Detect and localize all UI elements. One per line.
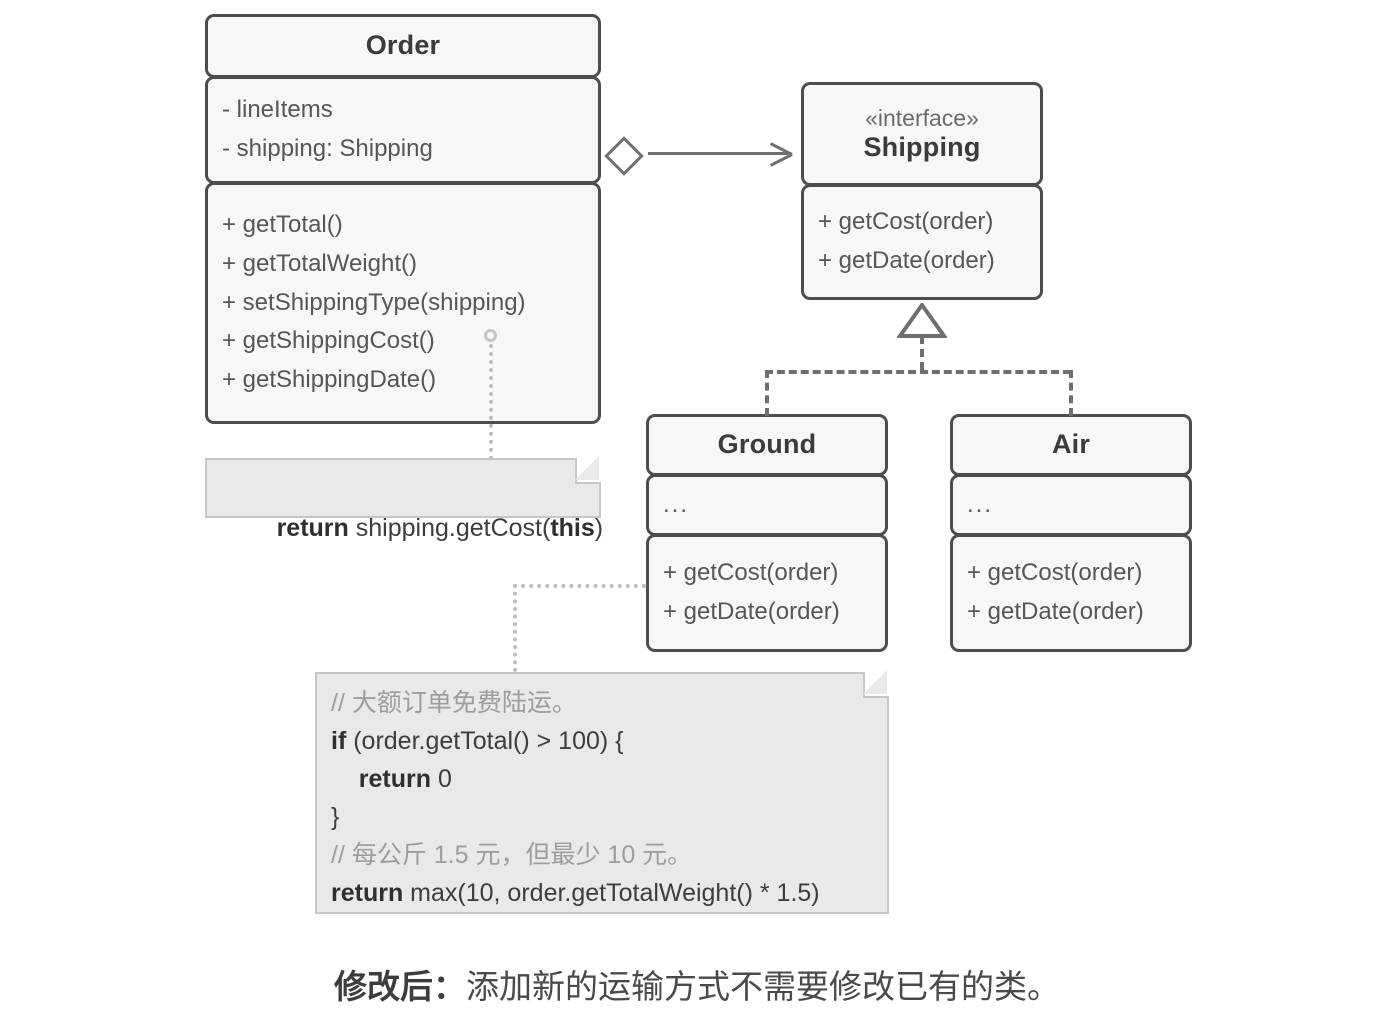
class-ground-methods-compartment: + getCost(order) + getDate(order)	[646, 534, 888, 652]
class-ground-title-compartment: Ground	[646, 414, 888, 476]
note-ground-code-line: }	[331, 803, 340, 831]
note-fold-corner-icon	[575, 456, 601, 484]
class-order-method: + getShippingCost()	[222, 327, 435, 355]
class-ground-method: + getDate(order)	[663, 598, 840, 625]
note-anchor-circle-icon	[484, 329, 497, 342]
note-fold-corner-icon	[863, 670, 889, 698]
class-order-method: + getShippingDate()	[222, 366, 437, 394]
class-ground-attribute: ...	[663, 490, 690, 518]
class-shipping-name: Shipping	[863, 132, 981, 163]
note-ground-code-line: return max(10, order.getTotalWeight() * …	[331, 879, 820, 907]
realization-stem	[920, 336, 924, 370]
aggregation-diamond-icon	[604, 136, 644, 176]
diagram-caption-bold: 修改后：	[334, 968, 466, 1005]
note-ground-code-line: if (order.getTotal() > 100) {	[331, 727, 624, 755]
class-order-method: + setShippingType(shipping)	[222, 288, 526, 316]
class-air-title-compartment: Air	[950, 414, 1192, 476]
class-order[interactable]: Order - lineItems - shipping: Shipping +…	[205, 14, 601, 424]
class-air[interactable]: Air ... + getCost(order) + getDate(order…	[950, 414, 1192, 652]
diagram-caption: 修改后：添加新的运输方式不需要修改已有的类。	[0, 960, 1394, 1008]
class-ground-method: + getCost(order)	[663, 559, 839, 587]
class-order-method: + getTotalWeight()	[222, 249, 417, 277]
class-order-attribute: - lineItems	[222, 96, 333, 124]
realization-branch-ground	[765, 370, 769, 416]
class-air-attributes-compartment: ...	[950, 474, 1192, 536]
inheritance-triangle-icon	[897, 303, 947, 339]
class-air-methods-compartment: + getCost(order) + getDate(order)	[950, 534, 1192, 652]
class-order-method: + getTotal()	[222, 210, 343, 238]
realization-branch-air	[1069, 370, 1073, 416]
class-air-method: + getDate(order)	[967, 598, 1144, 625]
class-order-methods-compartment: + getTotal() + getTotalWeight() + setShi…	[205, 182, 601, 424]
class-air-name: Air	[1051, 429, 1091, 460]
class-ground[interactable]: Ground ... + getCost(order) + getDate(or…	[646, 414, 888, 652]
open-arrowhead-icon	[768, 141, 794, 167]
class-order-name: Order	[365, 30, 441, 61]
diagram-caption-rest: 添加新的运输方式不需要修改已有的类。	[466, 968, 1060, 1005]
note-link-order-line	[489, 344, 493, 460]
class-ground-name: Ground	[717, 429, 817, 460]
note-link-ground-vertical	[513, 584, 517, 672]
note-ground-code-line: // 大额订单免费陆运。	[331, 689, 577, 717]
note-order-getshippingcost: return shipping.getCost(this)	[205, 456, 603, 542]
class-order-title-compartment: Order	[205, 14, 601, 78]
note-order-code-line: return shipping.getCost(this)	[276, 514, 604, 542]
aggregation-line	[648, 152, 788, 155]
class-order-attribute: - shipping: Shipping	[222, 135, 433, 162]
class-air-method: + getCost(order)	[967, 559, 1143, 587]
class-shipping-methods-compartment: + getCost(order) + getDate(order)	[801, 184, 1043, 300]
class-air-attribute: ...	[967, 490, 994, 518]
class-shipping[interactable]: «interface» Shipping + getCost(order) + …	[801, 82, 1043, 300]
note-ground-code-line: return 0	[358, 765, 452, 793]
class-shipping-method: + getCost(order)	[818, 208, 994, 236]
note-ground-code-line: // 每公斤 1.5 元，但最少 10 元。	[331, 841, 693, 869]
realization-bus	[765, 370, 1071, 374]
class-shipping-stereotype: «interface»	[865, 104, 979, 131]
note-ground-getcost: // 大额订单免费陆运。 if (order.getTotal() > 100)…	[315, 670, 889, 914]
class-order-attributes-compartment: - lineItems - shipping: Shipping	[205, 76, 601, 184]
class-shipping-title-compartment: «interface» Shipping	[801, 82, 1043, 186]
class-shipping-method: + getDate(order)	[818, 247, 995, 274]
note-link-ground-horizontal	[513, 584, 646, 588]
class-ground-attributes-compartment: ...	[646, 474, 888, 536]
